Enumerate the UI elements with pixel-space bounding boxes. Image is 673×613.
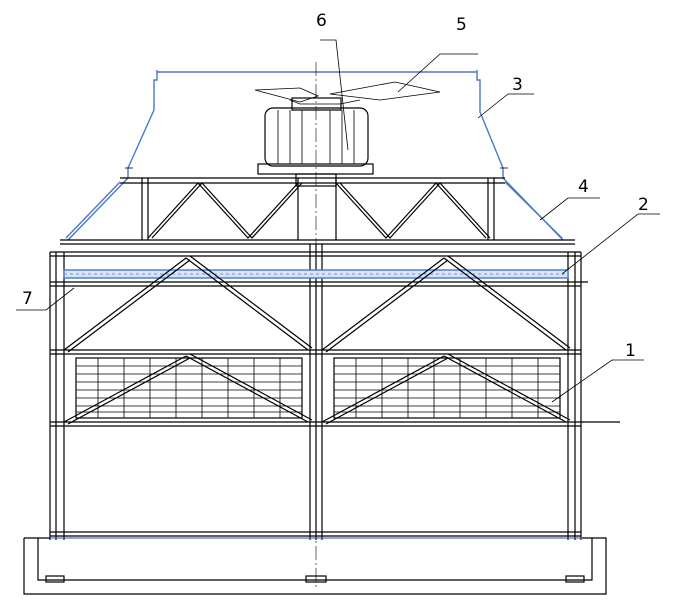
callout-7: 7 (22, 289, 33, 309)
fill-pack-right (333, 357, 561, 419)
fan-blades (254, 81, 441, 105)
fill-pack-left (75, 357, 303, 419)
sloped-side-panels (65, 181, 563, 239)
leader-lines (16, 39, 660, 403)
main-frame (49, 244, 620, 540)
cross-bracing (63, 255, 571, 425)
fan-deck-truss (60, 177, 575, 245)
fan-motor (257, 97, 374, 187)
cold-water-basin (23, 537, 607, 595)
callout-3: 3 (512, 75, 523, 95)
callout-5: 5 (456, 15, 467, 35)
callout-2: 2 (638, 195, 649, 215)
distribution-pipe (63, 269, 569, 279)
callout-6: 6 (316, 11, 327, 31)
callout-4: 4 (578, 177, 589, 197)
callout-1: 1 (625, 341, 636, 361)
